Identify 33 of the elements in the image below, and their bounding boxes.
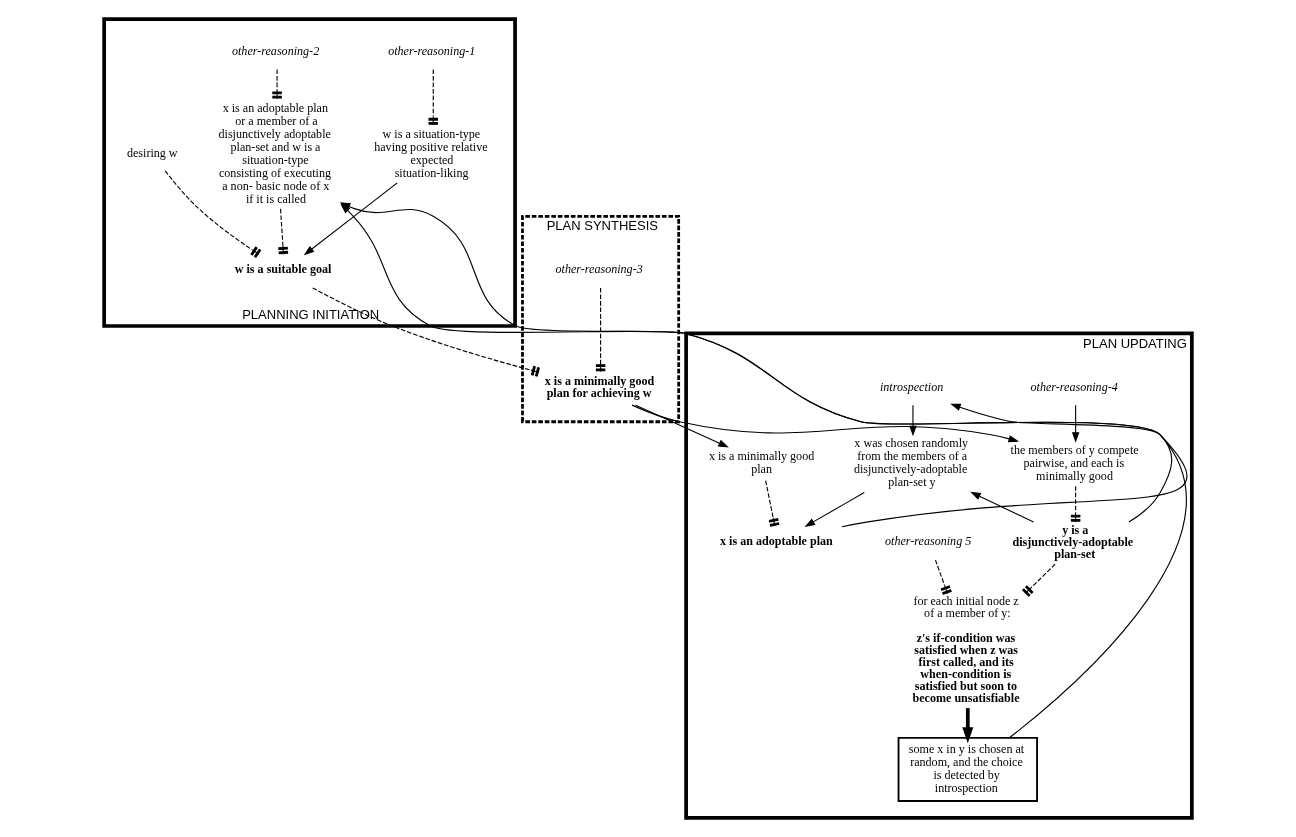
node-text: for each initial node z of a member of y: z's if-condition was satisfied when z was first called, and its when-condition is satisfied but soon to become unsatisfiable (912, 594, 1020, 705)
node-text: desiring w (126, 146, 178, 161)
arrow (970, 491, 1035, 523)
node-text: other-reasoning 5 (885, 534, 972, 549)
connector (272, 69, 282, 100)
node-text: y is a disjunctively-adoptable plan-set (1012, 522, 1134, 561)
node-text: x is a minimally good plan (708, 449, 815, 477)
node-text: the members of y compete pairwise, and each is minimally good (1010, 442, 1139, 483)
connector (164, 170, 262, 259)
node-text: x is an adoptable plan (720, 534, 833, 549)
arrow (303, 182, 398, 256)
node-text: introspection (879, 379, 944, 394)
arrow (804, 492, 865, 527)
node-text: w is a suitable goal (234, 262, 332, 277)
arrow (1071, 404, 1080, 443)
node-text: other-reasoning-3 (555, 262, 643, 277)
connector (765, 480, 780, 527)
connector (312, 287, 540, 377)
connector (934, 559, 952, 595)
node-text: other-reasoning-2 (231, 43, 320, 58)
node-box: some x in y is chosen at random, and the choice is detected by introspection (897, 736, 1038, 802)
node-text: other-reasoning-1 (388, 43, 476, 58)
connector (1021, 563, 1056, 597)
arrow (909, 404, 917, 437)
node-text: x is an adoptable plan or a member of a disjunctively adoptable plan-set and w is a situation-type consisting of executing a non- basic node of x if it is called (218, 100, 332, 206)
arrow (962, 708, 974, 744)
arrow (631, 404, 1020, 443)
node-text: x is a minimally good plan for achieving w (544, 373, 655, 401)
node-text: w is a situation-type having positive relative expected situation-liking (374, 126, 488, 180)
arrow (635, 404, 729, 448)
node-text: x was chosen randomly from the members of a disjunctively-adoptable plan-set y (853, 436, 969, 490)
node-text: other-reasoning-4 (1030, 379, 1118, 394)
arrow (950, 403, 1186, 739)
